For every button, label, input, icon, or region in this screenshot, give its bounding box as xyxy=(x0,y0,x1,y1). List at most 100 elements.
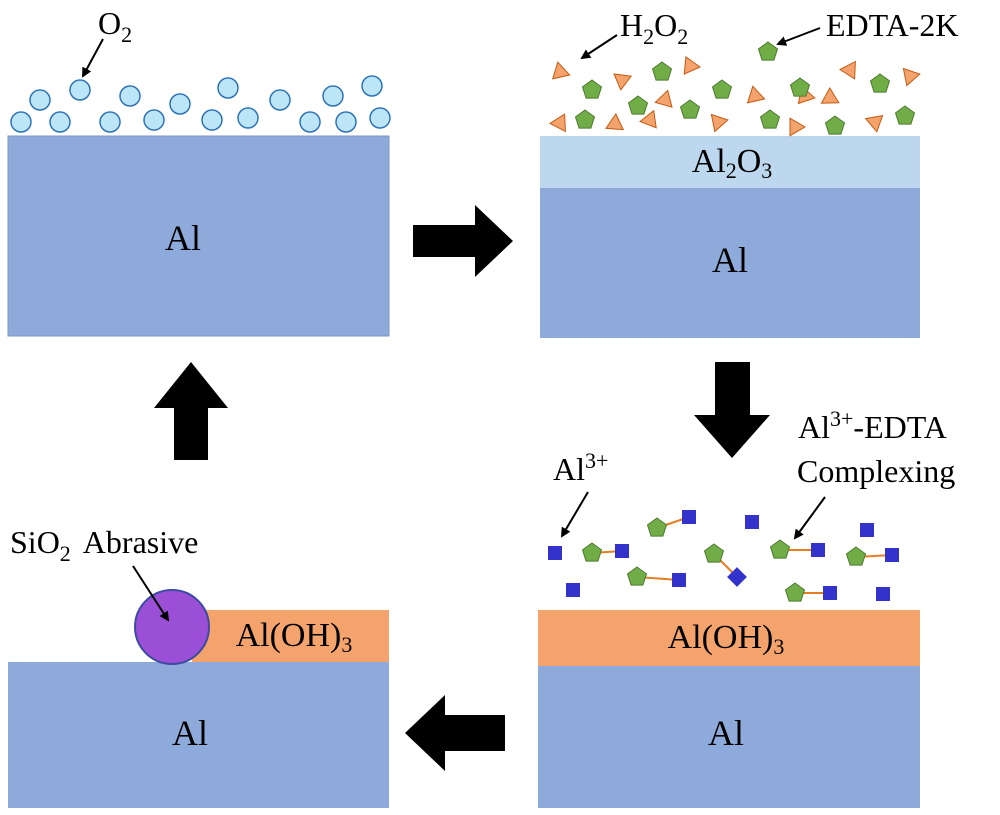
al-substrate-block xyxy=(7,135,390,337)
oxygen-bubble-icon xyxy=(369,107,391,129)
al-ion-square-icon xyxy=(548,546,562,560)
edta-pentagon-icon xyxy=(581,542,603,562)
edta-pentagon-icon xyxy=(626,566,648,586)
edta-pentagon-icon xyxy=(711,79,733,99)
oxygen-bubble-icon xyxy=(322,85,344,107)
oxygen-bubble-icon xyxy=(143,109,165,131)
al-substrate-block xyxy=(540,188,920,338)
oxygen-bubble-icon xyxy=(29,89,51,111)
panel-top-left: Al O2 xyxy=(7,5,391,337)
al-ion-square-icon xyxy=(672,573,686,587)
edta-pentagon-icon xyxy=(845,546,867,566)
edta-pentagon-icon xyxy=(581,79,603,99)
complex-label-line2: Complexing xyxy=(797,453,955,489)
edta-pentagon-icon xyxy=(646,517,668,537)
oxygen-bubble-icon xyxy=(49,111,71,133)
block-arrow-icon xyxy=(405,695,505,771)
al-label: Al xyxy=(172,713,208,753)
al2o3-layer xyxy=(540,136,920,188)
h2o2-triangle-icon xyxy=(605,113,625,131)
h2o2-triangle-icon xyxy=(902,67,921,87)
edta-pointer-arrow xyxy=(776,27,821,46)
al-ion-and-complex-particles xyxy=(548,510,899,602)
oxygen-bubble-icon xyxy=(10,111,32,133)
edta-pentagon-icon xyxy=(574,109,596,129)
block-arrow-icon xyxy=(694,362,770,458)
oxygen-bubble-icon xyxy=(99,111,121,133)
edta-pentagon-icon xyxy=(757,41,779,61)
abrasive-pointer-arrow xyxy=(132,565,170,622)
al-ion-square-icon xyxy=(823,586,837,600)
oxygen-bubble-icon xyxy=(217,77,239,99)
al-ion-label: Al3+ xyxy=(553,448,608,487)
oxygen-bubble-icon xyxy=(335,111,357,133)
al-label: Al xyxy=(165,218,201,258)
edta-pentagon-icon xyxy=(703,543,725,563)
al-ion-square-icon xyxy=(727,567,747,587)
h2o2-triangle-icon xyxy=(839,60,856,80)
aloh3-layer xyxy=(192,610,389,662)
al-substrate-block xyxy=(8,662,389,808)
panel-bottom-right: Al(OH)3 Al Al3+ Al3+-EDTA Complexing xyxy=(538,406,955,808)
sio2-abrasive-circle-icon xyxy=(134,589,210,665)
h2o2-triangle-icon xyxy=(683,55,701,75)
oxygen-bubble-icon xyxy=(237,107,259,129)
edta-pentagon-icon xyxy=(627,95,649,115)
oxygen-bubbles xyxy=(10,75,391,133)
h2o2-triangle-icon xyxy=(613,73,633,91)
edta-pentagon-icon xyxy=(651,61,673,81)
aloh3-label: Al(OH)3 xyxy=(236,617,353,657)
h2o2-pointer-arrow xyxy=(580,34,618,60)
al-label: Al xyxy=(708,713,744,753)
h2o2-triangle-icon xyxy=(789,117,806,137)
aloh3-label: Al(OH)3 xyxy=(668,619,785,659)
oxygen-bubble-icon xyxy=(69,79,91,101)
edta-pentagon-icon xyxy=(679,99,701,119)
oxygen-bubble-icon xyxy=(361,75,383,97)
h2o2-triangle-icon xyxy=(864,114,884,133)
edta-pentagon-icon xyxy=(769,539,791,559)
panel-top-right: Al2O3 Al H2O2 EDTA-2K xyxy=(540,7,959,338)
oxygen-pointer-arrow xyxy=(82,38,104,78)
h2o2-triangle-icon xyxy=(551,61,571,80)
h2o2-triangle-icon xyxy=(710,113,729,133)
oxygen-bubble-icon xyxy=(299,111,321,133)
al-ion-square-icon xyxy=(615,544,629,558)
oxygen-bubble-icon xyxy=(269,89,291,111)
h2o2-label: H2O2 xyxy=(620,7,688,49)
h2o2-triangle-icon xyxy=(746,85,766,104)
edta-pentagon-icon xyxy=(894,105,916,125)
h2o2-triangle-icon xyxy=(549,113,566,133)
oxygen-bubble-icon xyxy=(119,85,141,107)
oxygen-label: O2 xyxy=(98,5,132,47)
edta-pentagon-icon xyxy=(824,115,846,135)
complex-pointer-arrow xyxy=(793,496,826,540)
h2o2-triangle-icon xyxy=(654,89,673,108)
al-ion-square-icon xyxy=(885,548,899,562)
h2o2-and-edta-particles xyxy=(549,41,921,137)
edta-pentagon-icon xyxy=(869,73,891,93)
al-ion-square-icon xyxy=(682,510,696,524)
al-ion-square-icon xyxy=(566,583,580,597)
h2o2-triangle-icon xyxy=(820,86,840,104)
al-ion-square-icon xyxy=(876,587,890,601)
aloh3-layer xyxy=(538,610,920,666)
h2o2-triangle-icon xyxy=(639,109,657,129)
block-arrow-icon xyxy=(154,362,228,460)
edta-pentagon-icon xyxy=(789,77,811,97)
edta-label: EDTA-2K xyxy=(826,7,959,43)
al-ion-square-icon xyxy=(860,523,874,537)
edta-pentagon-icon xyxy=(784,582,806,602)
edta-pentagon-icon xyxy=(759,109,781,129)
block-arrow-icon xyxy=(413,205,513,277)
oxygen-bubble-icon xyxy=(169,93,191,115)
al-substrate-block xyxy=(538,666,920,808)
al-ion-square-icon xyxy=(745,515,759,529)
al-label: Al xyxy=(712,240,748,280)
al-ion-pointer-arrow xyxy=(560,491,589,538)
al2o3-label: Al2O3 xyxy=(692,143,773,183)
complex-label: Al3+-EDTA xyxy=(798,406,947,445)
